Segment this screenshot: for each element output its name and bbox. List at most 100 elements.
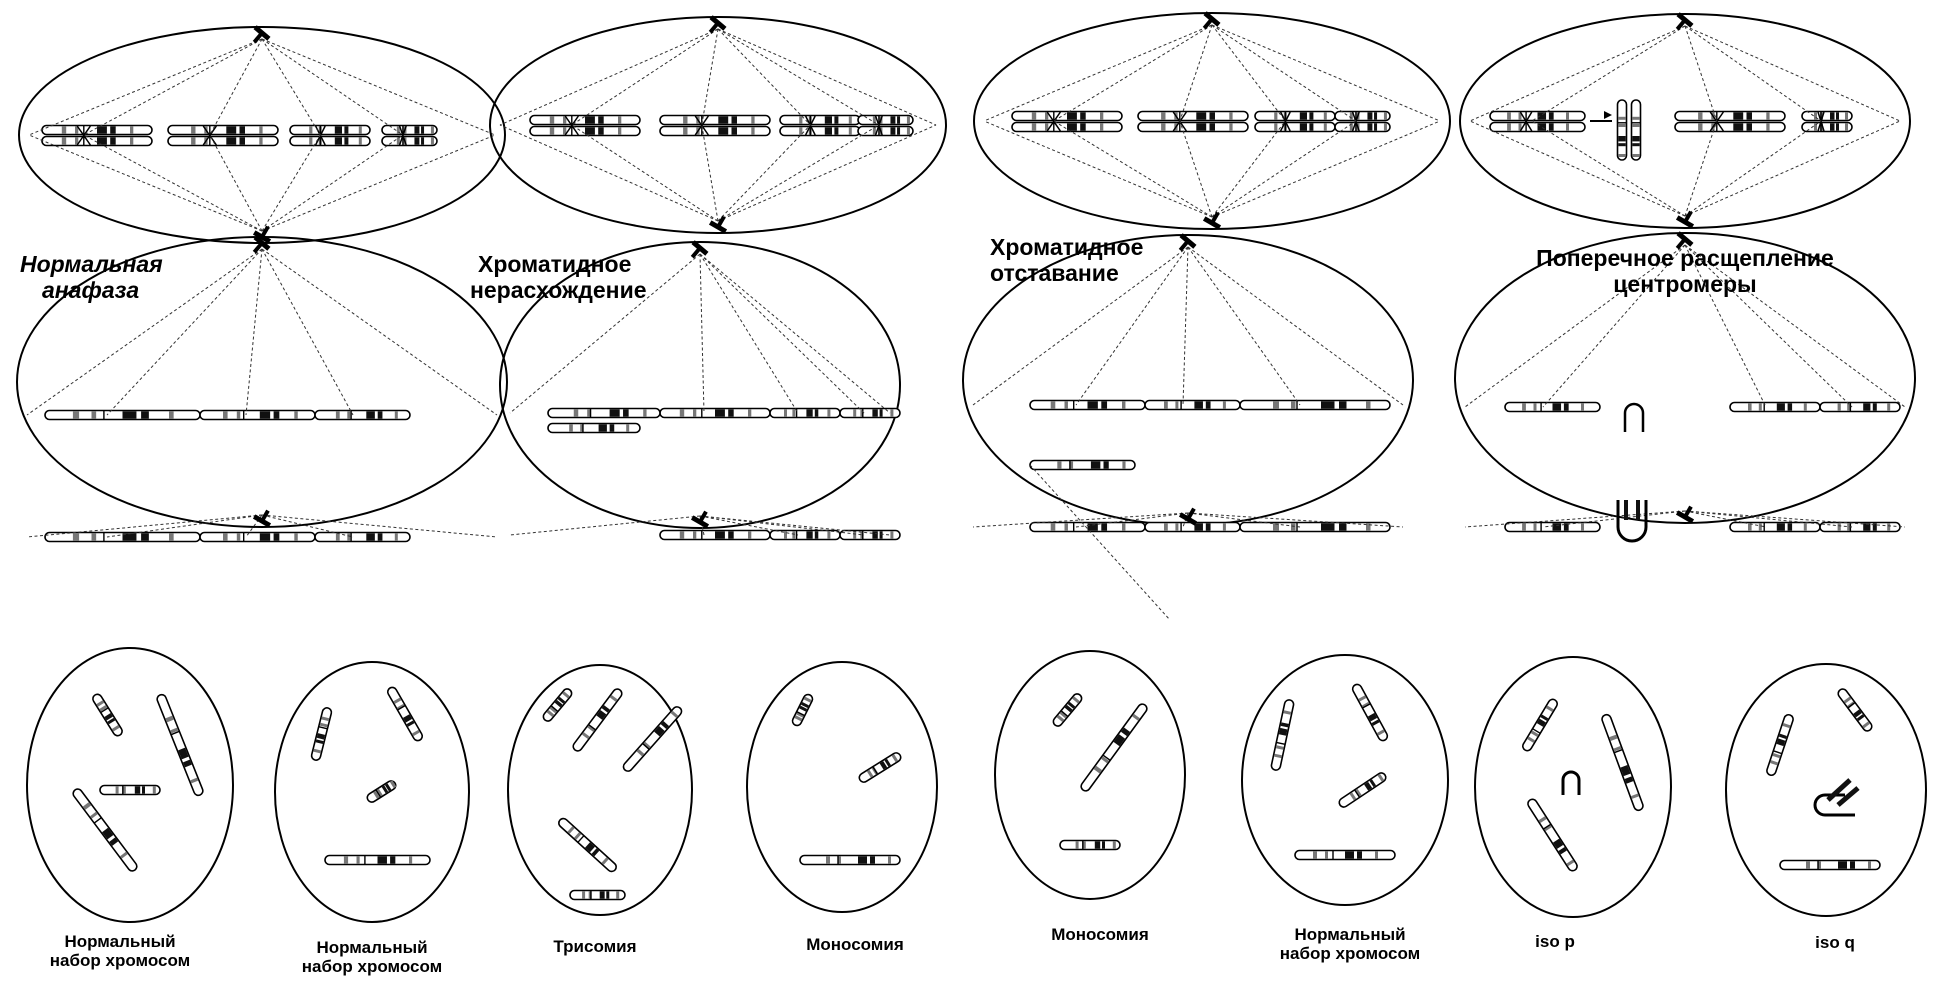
caption-daughter-1: Нормальный набор хромосом xyxy=(30,932,210,970)
chromosome-band xyxy=(1758,523,1762,531)
chromosome-band xyxy=(1787,403,1793,411)
chromosome-outline xyxy=(156,693,204,797)
spindle-fiber xyxy=(1684,25,1822,122)
metaphase-chromosome xyxy=(289,124,371,147)
chromosome-band xyxy=(1050,401,1056,409)
metaphase-chromosome xyxy=(1137,110,1249,133)
chromosome-band xyxy=(1366,401,1371,409)
chromosome-band xyxy=(191,126,196,134)
spindle-fiber xyxy=(717,28,811,126)
chromosome-band xyxy=(335,533,340,541)
chromosome-band xyxy=(1283,710,1292,715)
chromosome-outline xyxy=(1334,110,1391,122)
chromosome-band xyxy=(1814,123,1817,131)
chromosome-band xyxy=(1383,112,1387,120)
spindle-fiber xyxy=(1211,24,1357,122)
chromosome-band xyxy=(1339,523,1347,531)
chromosome-band xyxy=(827,531,831,539)
chromosome-band xyxy=(91,533,97,541)
chromatid-twist xyxy=(1046,111,1062,132)
chromosome-band xyxy=(396,126,400,134)
chromosome-band xyxy=(598,424,607,432)
chromosome-band xyxy=(259,411,271,419)
spindle-fiber xyxy=(571,28,719,126)
chromosome-band xyxy=(1072,696,1080,704)
chromatid-twist xyxy=(694,115,710,136)
chromosome-band xyxy=(858,856,867,864)
chromosome-band xyxy=(104,713,113,721)
spindle-fiber xyxy=(1684,120,1718,217)
chromosome-band xyxy=(1533,403,1537,411)
anaphase-cells xyxy=(16,231,1916,621)
chromosome-outline xyxy=(857,114,914,126)
centriole-bar xyxy=(1179,233,1197,249)
chromosome-band xyxy=(141,411,149,419)
chromosome-band xyxy=(1552,403,1562,411)
daughter-chromosome xyxy=(386,686,424,742)
chromosome-band xyxy=(890,531,894,539)
chromosome-band xyxy=(549,116,555,124)
chromosome-band xyxy=(1632,143,1640,147)
centromere-mark xyxy=(100,707,109,714)
spindle-fiber xyxy=(1684,244,1853,408)
chromosome-band xyxy=(660,721,670,730)
metaphase-cell-4 xyxy=(1459,12,1911,229)
chromosome-band xyxy=(609,424,615,432)
chromosome-band xyxy=(834,127,839,135)
chromosome-band xyxy=(890,116,896,124)
chromosome-band xyxy=(1229,112,1233,120)
chromosome-band xyxy=(1045,123,1049,131)
chromosome-band xyxy=(1194,523,1203,531)
chromosome-band xyxy=(853,409,857,417)
chromosome-band xyxy=(1291,523,1296,531)
caption-daughter-3: Трисомия xyxy=(525,937,665,956)
metaphase-chromosome xyxy=(659,114,771,137)
centromere-mark xyxy=(1362,703,1371,709)
metaphase-chromosome xyxy=(41,124,153,147)
chromosome-band xyxy=(343,856,349,864)
chromosome-band xyxy=(1196,123,1207,131)
anaphase-chromosome-lower xyxy=(199,531,316,543)
centromere-mark xyxy=(642,742,650,750)
chromatid-twist xyxy=(202,125,218,146)
chromosome-band xyxy=(598,127,604,135)
chromosome-band xyxy=(414,126,420,134)
centriole-stem xyxy=(716,215,726,228)
chromosome-band xyxy=(169,411,174,419)
chromosome-band xyxy=(122,533,137,541)
chromosome-band xyxy=(1374,112,1378,120)
chromosome-outline xyxy=(779,125,861,137)
split-arrow-head xyxy=(1604,111,1612,119)
spindle-fiber xyxy=(1684,244,1767,408)
chromosome-band xyxy=(1806,861,1810,869)
chromosome-band xyxy=(1274,123,1278,131)
chromosome-band xyxy=(1205,523,1211,531)
chromosome-band xyxy=(891,754,899,763)
caption-transverse-centromere-split: Поперечное расщепление центромеры xyxy=(1500,245,1870,298)
spindle-upper xyxy=(983,24,1441,122)
chromosome-band xyxy=(601,705,610,713)
chromosome-band xyxy=(1309,123,1314,131)
chromosome-band xyxy=(1120,727,1131,737)
chromosome-band xyxy=(366,533,375,541)
chromosome-band xyxy=(838,856,841,864)
chromatid-twist xyxy=(564,115,580,136)
chromosome-band xyxy=(1222,523,1226,531)
caption-daughter-8-line1: iso q xyxy=(1815,933,1855,952)
daughter-chromosome xyxy=(72,788,138,872)
chromosome-band xyxy=(377,411,383,419)
chromatid-upper xyxy=(41,124,153,136)
chromosome-band xyxy=(1581,403,1584,411)
chromosome-band xyxy=(75,137,79,145)
spindle-upper xyxy=(499,28,937,126)
spindle-fiber xyxy=(499,124,719,222)
chromosome-band xyxy=(1863,523,1871,531)
chromosome-band xyxy=(549,127,555,135)
anaphase-chromosome-upper xyxy=(1504,401,1601,413)
anaphase-cell-3 xyxy=(962,233,1414,533)
daughter-cell-5 xyxy=(994,650,1186,900)
chromosome-band xyxy=(784,531,787,539)
chromosome-band xyxy=(347,533,351,541)
spindle-fiber xyxy=(1469,25,1686,122)
chromosome-band xyxy=(170,727,179,734)
